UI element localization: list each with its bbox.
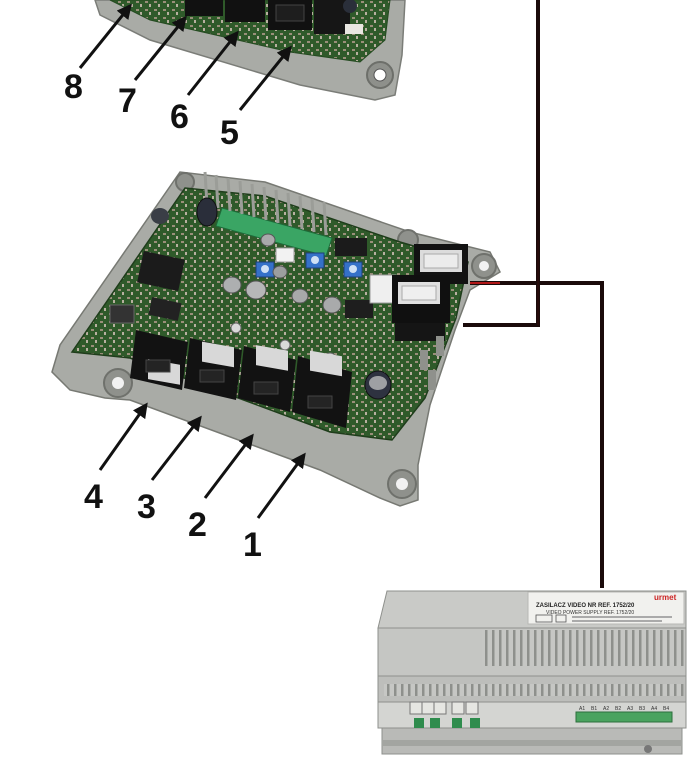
main-controller-board: [51, 171, 501, 507]
psu-label-title: ZASILACZ VIDEO NR REF. 1752/20: [536, 603, 635, 609]
rj-jack-2: [238, 345, 296, 412]
arrow-7: [133, 15, 187, 81]
port-label-7: 7: [118, 82, 137, 120]
port-label-3: 3: [137, 488, 156, 526]
arrow-2: [203, 433, 254, 499]
psu-brand-logo: urmet: [654, 593, 677, 602]
rj-jack-1: [292, 350, 352, 428]
port-label-8: 8: [64, 68, 83, 106]
wire-lower: [470, 281, 604, 588]
port-label-2: 2: [188, 506, 207, 544]
svg-text:B4: B4: [663, 706, 669, 712]
side-rj-jacks: [392, 244, 468, 341]
arrow-1: [256, 452, 306, 519]
video-power-supply: urmet ZASILACZ VIDEO NR REF. 1752/20 VID…: [377, 590, 687, 755]
port-label-6: 6: [170, 98, 189, 136]
rj-jack-3: [184, 338, 242, 400]
svg-text:A1: A1: [579, 706, 585, 712]
psu-label-subtitle: VIDEO POWER SUPPLY REF. 1752/20: [546, 610, 634, 616]
arrow-8: [78, 3, 132, 69]
port-label-5: 5: [220, 114, 239, 152]
port-callouts: 8 7 6 5 4 3 2 1: [64, 3, 306, 564]
terminal-header: [203, 171, 333, 257]
psu-label: urmet ZASILACZ VIDEO NR REF. 1752/20 VID…: [527, 591, 685, 625]
arrow-6: [186, 30, 239, 96]
psu-output-terminals: A1 B1 A2 B2 A3 B3 A4 B4: [575, 706, 673, 723]
upper-rj-jacks: [185, 0, 350, 34]
psu-left-terminals: [409, 701, 480, 728]
arrow-5: [238, 45, 292, 111]
rj-jack-4: [130, 330, 188, 390]
svg-text:B2: B2: [615, 706, 621, 712]
wiring: [463, 0, 604, 588]
port-label-4: 4: [84, 478, 103, 516]
svg-text:A3: A3: [627, 706, 633, 712]
upper-controller-board: [94, 0, 406, 101]
svg-text:B1: B1: [591, 706, 597, 712]
arrow-3: [150, 415, 202, 481]
port-label-1: 1: [243, 526, 262, 564]
svg-text:B3: B3: [639, 706, 645, 712]
svg-text:A2: A2: [603, 706, 609, 712]
arrow-4: [98, 402, 148, 471]
capacitors: [151, 197, 392, 400]
svg-text:A4: A4: [651, 706, 657, 712]
